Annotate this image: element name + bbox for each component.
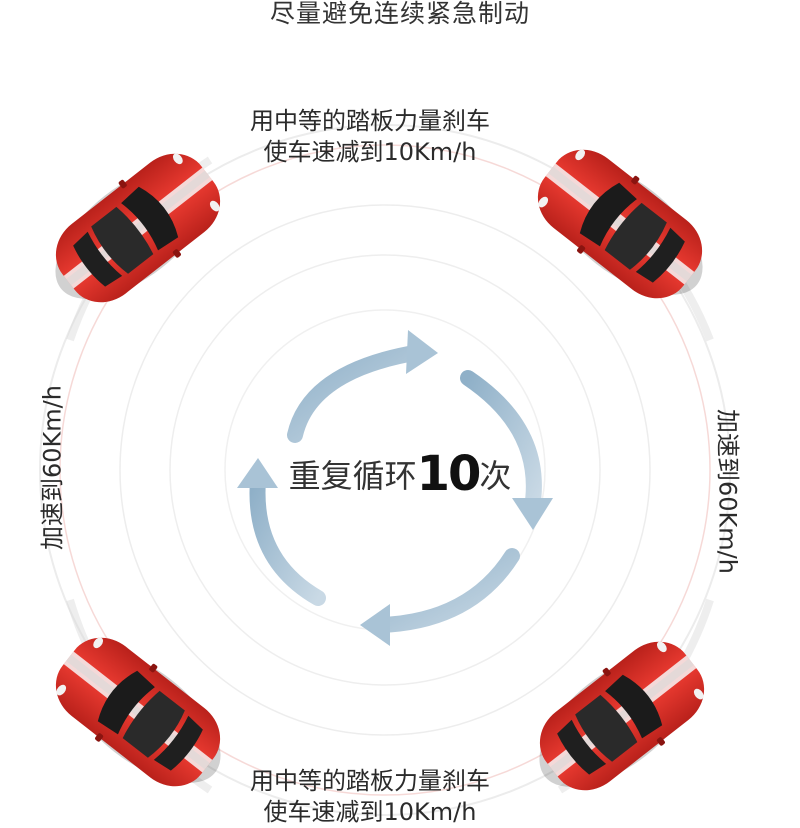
repeat-cycle-text: 重复循环10次 <box>250 446 550 502</box>
cycle-arrows <box>237 330 553 646</box>
accel-label-right: 加速到60Km/h <box>713 409 742 574</box>
cycle-arrow-bottom <box>372 548 520 633</box>
brake-label-top-line1: 用中等的踏板力量刹车 <box>250 107 490 135</box>
cycle-arrow-top <box>287 344 428 443</box>
brake-label-bottom: 用中等的踏板力量刹车 使车速减到10Km/h <box>220 766 520 828</box>
diagram-title: 尽量避免连续紧急制动 <box>269 0 530 28</box>
car-bottom-left <box>39 619 245 811</box>
brake-label-bottom-line1: 用中等的踏板力量刹车 <box>250 767 490 795</box>
cycle-arrow-left <box>249 472 326 606</box>
brake-label-bottom-line2: 使车速减到10Km/h <box>263 798 477 826</box>
car-top-right <box>521 131 727 323</box>
cycle-arrow-right <box>460 370 542 516</box>
brake-label-top: 用中等的踏板力量刹车 使车速减到10Km/h <box>220 106 520 168</box>
repeat-prefix: 重复循环 <box>288 457 417 495</box>
accel-label-left: 加速到60Km/h <box>38 385 67 550</box>
repeat-suffix: 次 <box>479 457 512 495</box>
brake-label-top-line2: 使车速减到10Km/h <box>263 138 477 166</box>
repeat-count: 10 <box>416 446 482 502</box>
